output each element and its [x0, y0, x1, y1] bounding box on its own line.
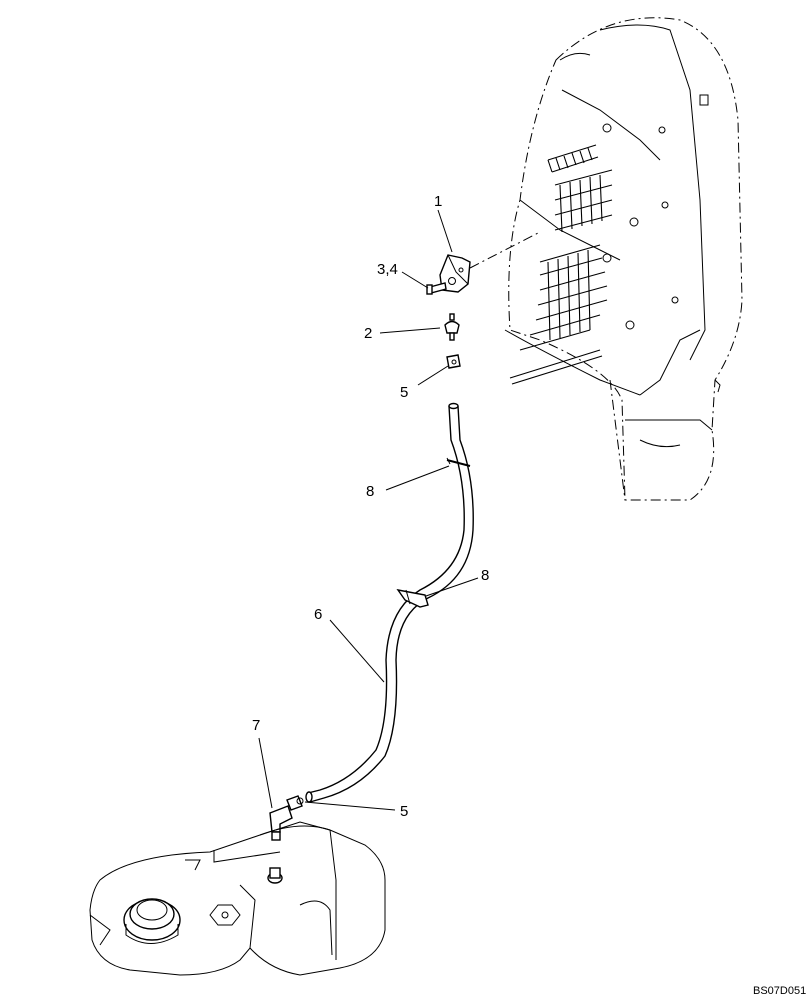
check-valve	[444, 313, 460, 341]
callout-3-4: 3,4	[377, 261, 398, 278]
leader-lines	[258, 209, 479, 811]
callout-6: 6	[314, 606, 322, 623]
mounting-line	[469, 231, 541, 269]
callout-5-lower: 5	[400, 803, 408, 820]
callout-7: 7	[252, 717, 260, 734]
upper-elbow-fitting	[446, 354, 461, 369]
hose-clamp-lower	[396, 589, 429, 608]
figure-code: BS07D051	[753, 985, 806, 997]
bracket	[439, 254, 471, 293]
hose	[305, 402, 474, 803]
tank-elbow	[269, 805, 293, 841]
callout-8-upper: 8	[366, 483, 374, 500]
callout-2: 2	[364, 325, 372, 342]
upper-grille	[547, 144, 599, 173]
bolt	[426, 282, 447, 295]
lower-fitting	[286, 795, 304, 811]
hose-clamp-upper	[446, 457, 471, 467]
middle-grille	[554, 169, 613, 233]
fender-panel	[504, 17, 743, 501]
callout-1: 1	[434, 193, 442, 210]
callout-5-upper: 5	[400, 384, 408, 401]
washer-tank	[89, 821, 386, 976]
callout-8-lower: 8	[481, 567, 489, 584]
lower-grille	[509, 244, 608, 385]
